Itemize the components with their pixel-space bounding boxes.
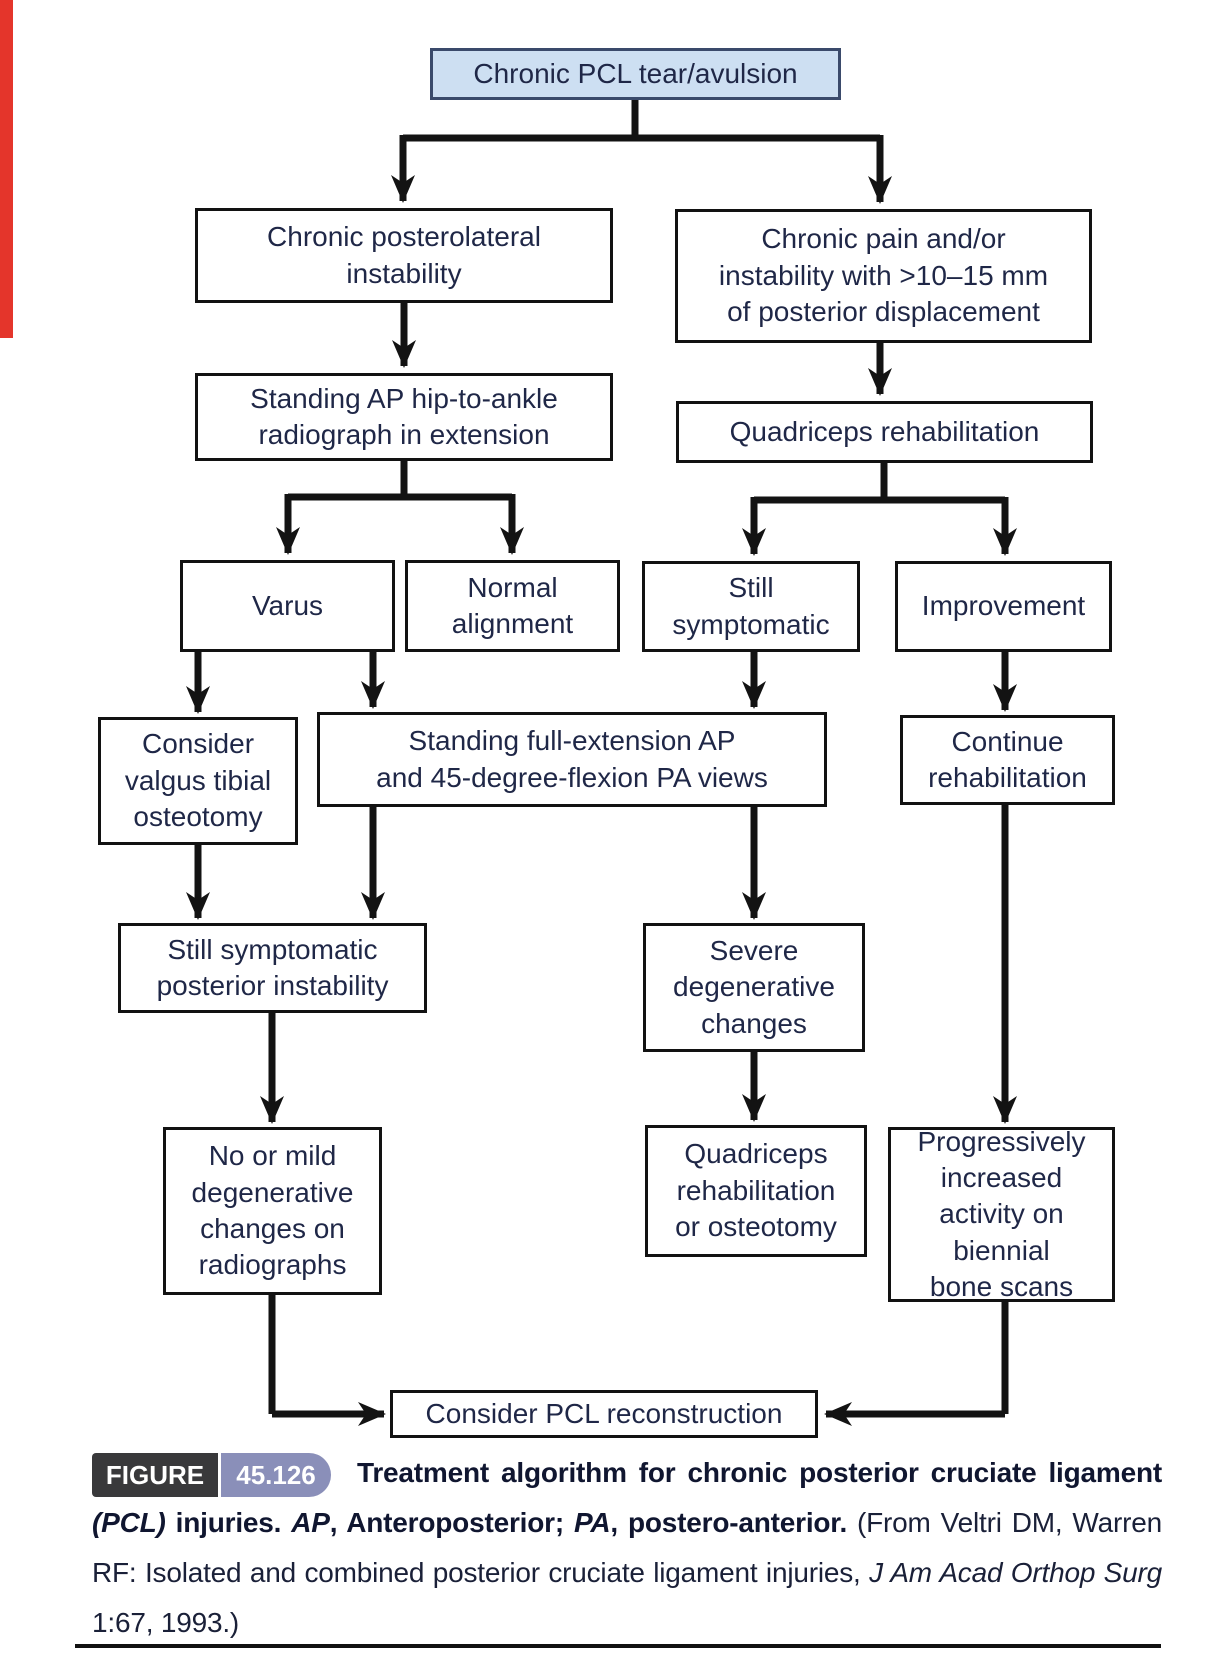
caption-text: , Anteroposterior;	[329, 1507, 574, 1538]
node-severe-degenerative-changes: Severe degenerative changes	[643, 923, 865, 1052]
caption-text-italic: (PCL)	[92, 1507, 166, 1538]
caption-text: Treatment algorithm for chronic posterio…	[357, 1457, 1162, 1488]
node-still-symptomatic: Still symptomatic	[642, 561, 860, 652]
caption-text-italic: AP	[291, 1507, 330, 1538]
figure-number-tag: 45.126	[221, 1452, 331, 1497]
caption-source: (From Veltri DM, Warren RF: Isolated and…	[92, 1507, 1162, 1588]
node-quadriceps-rehabilitation: Quadriceps rehabilitation	[676, 401, 1093, 463]
node-varus: Varus	[180, 560, 395, 652]
node-normal-alignment: Normal alignment	[405, 560, 620, 652]
page-edge-red-strip	[0, 0, 13, 338]
arrow-segments	[186, 135, 1017, 1426]
node-chronic-pcl-tear: Chronic PCL tear/avulsion	[430, 48, 841, 100]
node-consider-pcl-reconstruction: Consider PCL reconstruction	[390, 1390, 818, 1438]
node-chronic-pain-instability: Chronic pain and/or instability with >10…	[675, 209, 1092, 343]
flowchart-connectors	[186, 98, 1017, 1426]
caption-text: injuries.	[165, 1507, 292, 1538]
node-quadriceps-rehabilitation-or-osteotomy: Quadriceps rehabilitation or osteotomy	[645, 1125, 867, 1257]
figure-label-tag: FIGURE	[92, 1452, 218, 1497]
node-improvement: Improvement	[895, 561, 1112, 652]
caption-source: 1:67, 1993.)	[92, 1607, 240, 1638]
caption-source-journal: J Am Acad Orthop Surg	[869, 1557, 1163, 1588]
node-no-or-mild-degenerative-changes: No or mild degenerative changes on radio…	[163, 1127, 382, 1295]
caption-text: , postero-anterior.	[610, 1507, 858, 1538]
node-continue-rehabilitation: Continue rehabilitation	[900, 715, 1115, 805]
connector-elbows	[268, 98, 1009, 1414]
node-progressively-increased-activity: Progressively increased activity on bien…	[888, 1126, 1115, 1302]
node-standing-ap-hip-to-ankle: Standing AP hip-to-ankle radiograph in e…	[195, 373, 613, 461]
node-standing-full-extension-views: Standing full-extension AP and 45-degree…	[317, 712, 827, 807]
node-chronic-posterolateral-instability: Chronic posterolateral instability	[195, 208, 613, 303]
page-bottom-rule	[75, 1644, 1161, 1648]
node-consider-valgus-tibial-osteotomy: Consider valgus tibial osteotomy	[98, 717, 298, 845]
node-still-symptomatic-posterior-instability: Still symptomatic posterior instability	[118, 923, 427, 1013]
caption-text-italic: PA	[573, 1507, 611, 1538]
